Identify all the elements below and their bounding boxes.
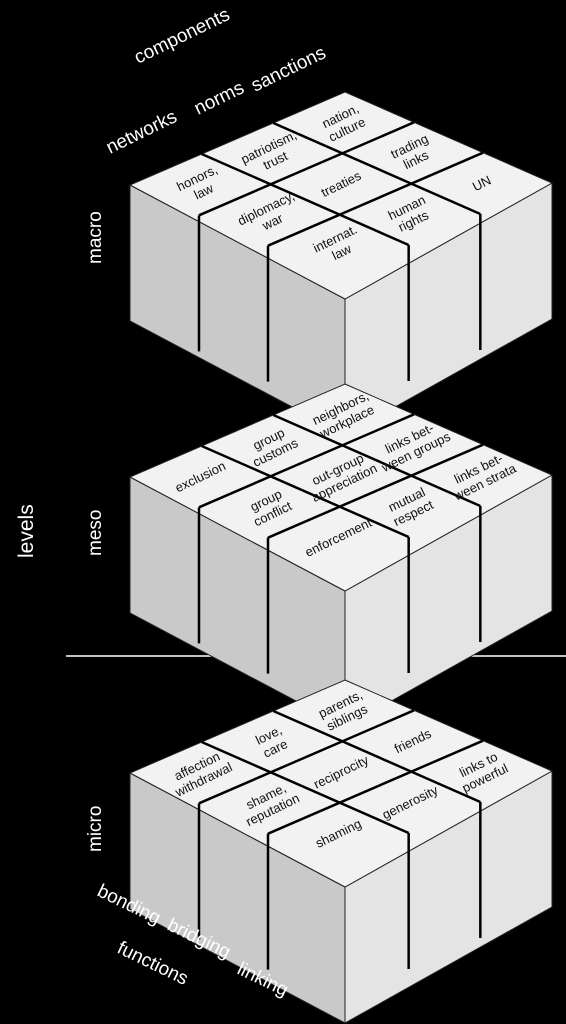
level-box-macro: nation,culturepatriotism,trusthonors,law… (128, 91, 554, 436)
grid-line (201, 152, 410, 247)
grid-line (198, 709, 415, 805)
component-label-norms: norms (191, 77, 248, 119)
grid-line (267, 739, 484, 835)
grid-line (272, 709, 481, 804)
grid-line (198, 413, 415, 509)
component-label-sanctions: sanctions (248, 42, 329, 96)
level-box-meso: neighbors,workplacegroupcustomsexclusion… (128, 383, 554, 728)
level-boxes: nation,culturepatriotism,trusthonors,law… (128, 91, 554, 1024)
grid-line (267, 151, 484, 247)
grid-line (267, 443, 484, 539)
component-label-networks: networks (103, 106, 181, 158)
grid-line (272, 121, 481, 216)
level-box-micro: parents,siblingslove,careaffectionwithdr… (128, 679, 554, 1024)
grid-line (201, 740, 410, 835)
cell-love-care: love,care (253, 722, 291, 761)
grid-line (198, 121, 415, 217)
level-label-micro: micro (85, 806, 106, 852)
levels-axis-title: levels (15, 504, 38, 558)
grid-line (272, 413, 481, 508)
level-label-meso: meso (85, 510, 106, 556)
components-axis-title: components (131, 4, 233, 68)
grid-line (201, 444, 410, 539)
cell-un: UN (470, 172, 493, 194)
functions-axis-title: functions (114, 938, 192, 990)
level-label-macro: macro (85, 211, 106, 264)
